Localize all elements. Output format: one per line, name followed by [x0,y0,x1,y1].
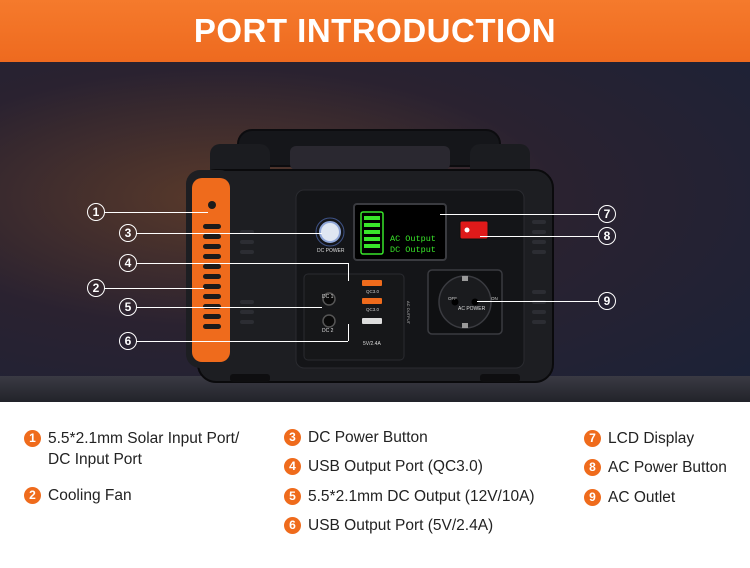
callout-8: 8 [598,227,616,245]
legend-badge-8: 8 [584,459,601,476]
qc-label-1: QC3.0 [366,289,380,294]
legend-badge-2: 2 [24,487,41,504]
callout-1: 1 [87,203,105,221]
dc1-label: DC 1 [322,294,334,300]
callout-line-6 [136,341,348,342]
ac-power-label: AC POWER [458,306,486,312]
page-title: PORT INTRODUCTION [193,12,557,49]
legend-text-6: USB Output Port (5V/2.4A) [308,517,494,534]
lcd-ac-output-text: AC Output [390,234,436,244]
callout-6: 6 [119,332,137,350]
dc-power-label: DC POWER [317,248,345,254]
callout-7: 7 [598,205,616,223]
legend-text-7: LCD Display [608,430,695,447]
callout-line-8 [480,236,598,237]
legend-item-usb-5v: 6 USB Output Port (5V/2.4A) [284,515,493,536]
legend-item-dc-power-button: 3 DC Power Button [284,427,428,448]
header-banner: PORT INTRODUCTION [0,0,750,62]
legend-badge-7: 7 [584,430,601,447]
legend-text-3: DC Power Button [308,429,428,446]
legend-badge-6: 6 [284,517,301,534]
legend-text-9: AC Outlet [608,489,676,506]
legend-badge-1: 1 [24,430,41,447]
product-photo: DC POWER AC Output DC Output OFF ON AC P… [0,62,750,402]
ac-off-label: OFF [448,296,457,301]
callout-line-4 [136,263,348,264]
callout-2: 2 [87,279,105,297]
legend-item-lcd-display: 7 LCD Display [584,428,694,449]
legend-item-dc-output: 5 5.5*2.1mm DC Output (12V/10A) [284,486,535,507]
callout-4: 4 [119,254,137,272]
legend-item-ac-outlet: 9 AC Outlet [584,487,675,508]
legend-item-usb-qc: 4 USB Output Port (QC3.0) [284,456,483,477]
legend-badge-3: 3 [284,429,301,446]
ac-output-label: AC OUTPUT [406,300,412,325]
callout-3: 3 [119,224,137,242]
legend-item-ac-power-button: 8 AC Power Button [584,457,727,478]
legend-text-2: Cooling Fan [48,487,132,504]
power-station-illustration [186,129,554,383]
callout-line-3 [136,233,322,234]
callout-line-4b [348,263,349,281]
callout-line-9 [477,301,598,302]
legend-text-8: AC Power Button [608,459,727,476]
callout-line-1 [104,212,208,213]
legend-item-cooling-fan: 2 Cooling Fan [24,485,132,506]
legend-item-solar-input: 1 5.5*2.1mm Solar Input Port/ DC Input P… [24,428,239,470]
legend-badge-4: 4 [284,458,301,475]
callout-5: 5 [119,298,137,316]
callout-line-5 [136,307,322,308]
callout-line-2 [104,288,204,289]
lcd-dc-output-text: DC Output [390,245,436,255]
legend-text-1: 5.5*2.1mm Solar Input Port/ DC Input Por… [48,430,240,468]
legend-badge-9: 9 [584,489,601,506]
callout-9: 9 [598,292,616,310]
port-legend: 1 5.5*2.1mm Solar Input Port/ DC Input P… [0,402,750,568]
ac-on-label: ON [491,296,498,301]
dc2-label: DC 2 [322,328,334,334]
callout-line-6b [348,324,349,341]
legend-text-5: 5.5*2.1mm DC Output (12V/10A) [308,488,535,505]
usb-5v-label: 5V/2.4A [363,341,381,347]
callout-line-7 [440,214,598,215]
legend-badge-5: 5 [284,488,301,505]
qc-label-2: QC3.0 [366,307,380,312]
legend-text-4: USB Output Port (QC3.0) [308,458,483,475]
